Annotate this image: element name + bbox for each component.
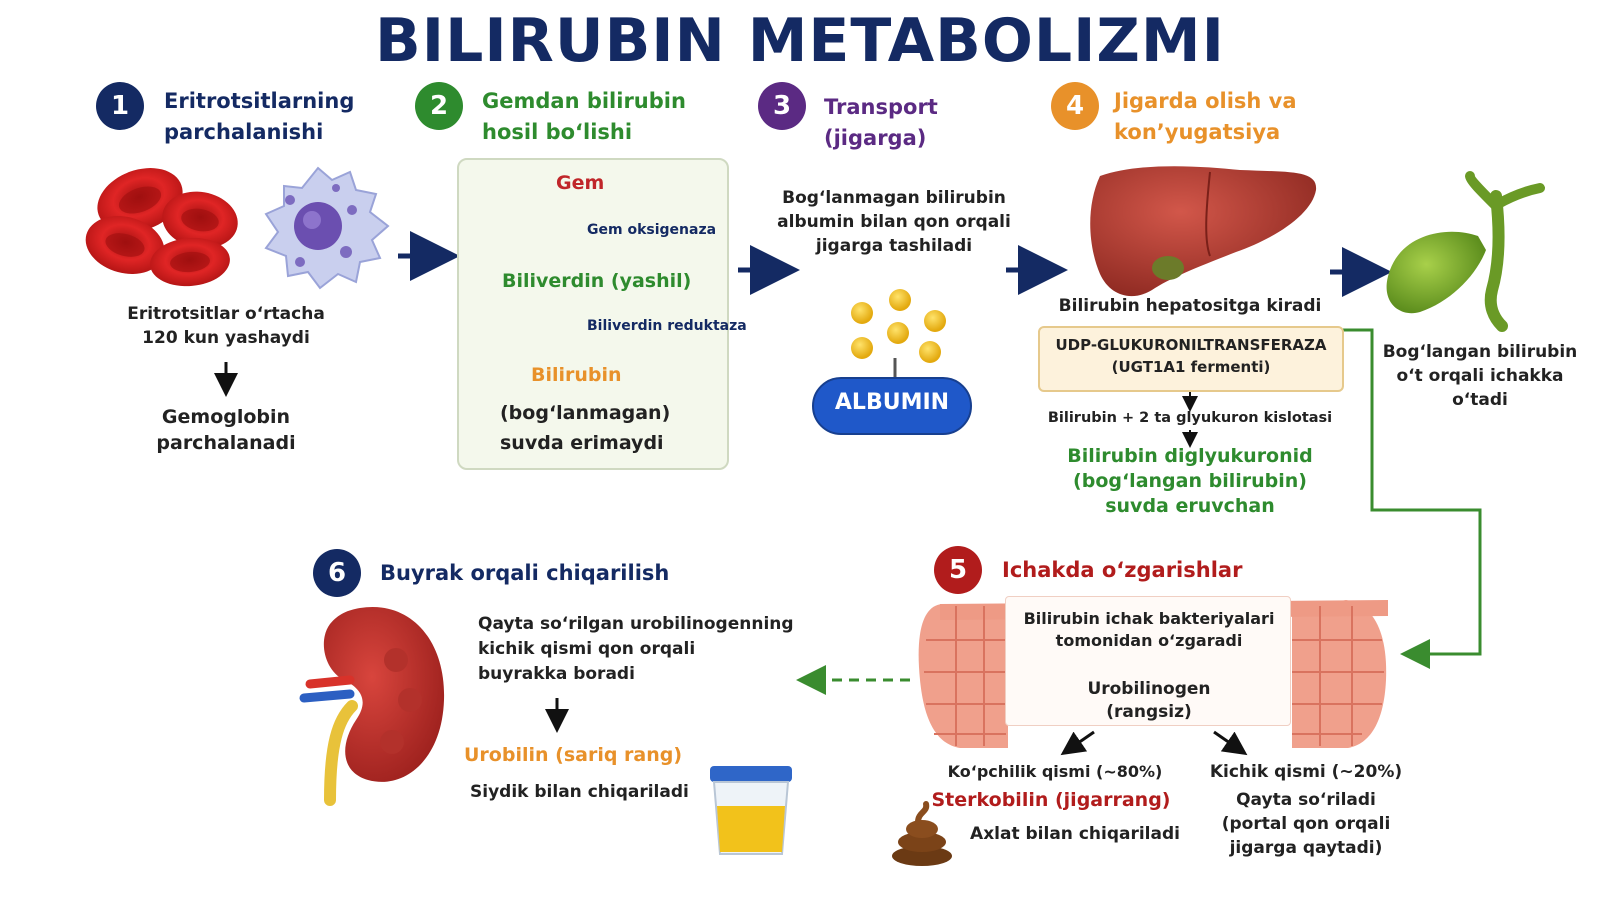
bile-line2: o‘t orqali ichakka [1396,366,1564,386]
glucuronic-reaction: Bilirubin + 2 ta glyukuron kislotasi [1047,410,1333,426]
step-2-number: 2 [415,82,463,130]
heme-conversion-box [457,158,729,470]
enzyme-line2: (UGT1A1 fermenti) [1111,358,1271,376]
albumin-capsule [812,377,972,435]
step-3-number: 3 [758,82,806,130]
step-3-text: Bog‘lanmagan bilirubin albumin bilan qon… [764,186,1024,258]
step-4-number: 4 [1051,82,1099,130]
conjugated-bilirubin: Bilirubin diglyukuronid (bog‘langan bili… [1040,444,1340,519]
arrow-to-80pct [1060,730,1095,756]
feces-icon [892,801,952,866]
step-1-title: Eritrotsitlarning parchalanishi [164,86,354,148]
gem-label: Gem [556,172,605,194]
product-line3: suvda eruvchan [1105,495,1275,517]
urobilinogen-line2: (rangsiz) [1106,702,1192,722]
step-3-text-line3: jigarga tashiladi [815,236,973,256]
step-2-title-line1: Gemdan bilirubin [482,89,686,113]
step-1-text-line1: Eritrotsitlar o‘rtacha [127,304,325,324]
enzyme-heme-oxygenase: Gem oksigenaza [587,222,717,238]
urine-excretion: Siydik bilan chiqariladi [470,782,689,802]
product-line1: Bilirubin diglyukuronid [1067,445,1313,467]
step-4-title: Jigarda olish va kon’yugatsiya [1114,86,1297,148]
bacteria-line2: tomonidan o‘zgaradi [1055,631,1243,650]
page-title: BILIRUBIN METABOLIZMI [375,6,1225,76]
urobilin-label: Urobilin (sariq rang) [464,744,683,766]
reabs-line3: jigarga qaytadi) [1229,838,1383,858]
step-1-result: Gemoglobin parchalanadi [126,404,326,456]
step-6-number: 6 [313,549,361,597]
gallbladder-icon [1386,171,1545,332]
bile-text: Bog‘langan bilirubin o‘t orqali ichakka … [1380,340,1580,412]
bile-route-arrow [1342,328,1482,669]
bilirubin-molecules-icon [851,289,946,378]
bilirubin-note-line2: suvda erimaydi [500,432,664,454]
ugt1a1-enzyme-label: UDP-GLUKURONILTRANSFERAZA (UGT1A1 fermen… [1038,334,1344,378]
bilirubin-label: Bilirubin [531,364,622,386]
step-1-text-line2: 120 kun yashaydi [142,328,310,348]
step-1-result-line1: Gemoglobin [161,406,291,428]
step-1-result-line2: parchalanadi [156,432,296,454]
ugt1a1-enzyme-box [1038,326,1344,392]
stercobilin-label: Sterkobilin (jigarrang) [931,789,1171,811]
step-2-title: Gemdan bilirubin hosil bo‘lishi [482,86,686,148]
step-1-title-line2: parchalanishi [164,120,324,144]
step-2-title-line2: hosil bo‘lishi [482,120,633,144]
majority-portion: Ko‘pchilik qismi (~80%) [947,762,1163,781]
step-1-number: 1 [96,82,144,130]
enzyme-line1: UDP-GLUKURONILTRANSFERAZA [1055,336,1327,354]
step-4-title-line2: kon’yugatsiya [1114,120,1281,144]
reabsorption-text: Qayta so‘riladi (portal qon orqali jigar… [1206,788,1406,860]
minor-portion: Kichik qismi (~20%) [1209,762,1403,782]
macrophage-icon [264,166,390,290]
step-3-title-line2: (jigarga) [824,126,927,150]
bilirubin-note: (bog‘lanmagan) suvda erimaydi [500,398,670,458]
step-5-title: Ichakda o‘zgarishlar [1002,558,1243,582]
bilirubin-note-line1: (bog‘lanmagan) [500,402,671,424]
urobilinogen-line1: Urobilinogen [1087,679,1211,699]
step-6-text: Qayta so‘rilgan urobilinogenning kichik … [478,612,794,687]
step-1-title-line1: Eritrotsitlarning [164,89,355,113]
step-6-text-line1: Qayta so‘rilgan urobilinogenning [478,614,794,634]
step-6-text-line2: kichik qismi qon orqali [478,639,696,659]
reabs-line1: Qayta so‘riladi [1236,790,1376,810]
enzyme-biliverdin-reductase: Biliverdin reduktaza [587,318,747,334]
step-6-title: Buyrak orqali chiqarilish [380,561,670,585]
bile-line3: o‘tadi [1452,390,1508,410]
liver-icon [1090,166,1317,297]
step-5-number: 5 [934,546,982,594]
product-line2: (bog‘langan bilirubin) [1073,470,1307,492]
albumin-label: ALBUMIN [834,390,950,415]
biliverdin-label: Biliverdin (yashil) [502,270,692,292]
urobilinogen-text: Urobilinogen (rangsiz) [1005,678,1293,724]
bilirubin-enters-hepatocyte: Bilirubin hepatositga kiradi [1058,296,1322,316]
bacteria-line1: Bilirubin ichak bakteriyalari [1023,609,1275,628]
step-3-text-line1: Bog‘lanmagan bilirubin [782,188,1006,208]
step-6-text-line3: buyrakka boradi [478,664,635,684]
bacteria-text: Bilirubin ichak bakteriyalari tomonidan … [1005,608,1293,652]
step-3-title-line1: Transport [824,95,938,119]
intestine-text-box [1005,596,1291,726]
step-1-text: Eritrotsitlar o‘rtacha 120 kun yashaydi [106,302,346,350]
step-4-title-line1: Jigarda olish va [1114,89,1297,113]
step-3-text-line2: albumin bilan qon orqali [777,212,1011,232]
reabs-line2: (portal qon orqali [1221,814,1391,834]
kidney-icon [299,606,445,806]
red-blood-cells-icon [85,168,238,287]
feces-excretion: Axlat bilan chiqariladi [970,824,1180,844]
urine-cup-icon [710,766,792,855]
step-3-title: Transport (jigarga) [824,92,938,154]
arrow-to-20pct [1213,730,1248,756]
bile-line1: Bog‘langan bilirubin [1382,342,1578,362]
